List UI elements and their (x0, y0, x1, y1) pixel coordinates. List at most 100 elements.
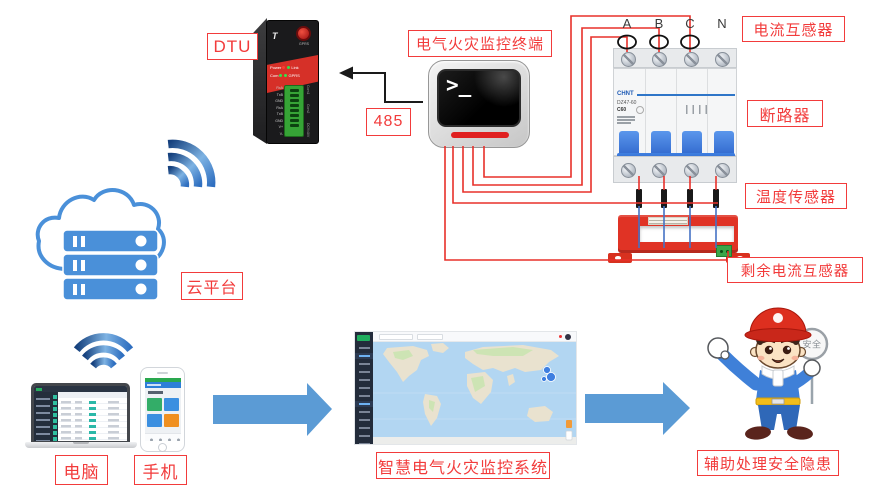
dtu-logo: T (272, 31, 278, 41)
phase-n: N (717, 16, 726, 31)
app-logo (36, 387, 42, 391)
laptop-base (25, 442, 137, 448)
temperature-sensor (713, 189, 719, 208)
top-screw (652, 51, 667, 67)
bottom-screw (715, 163, 730, 178)
spec-text-placeholder (617, 116, 635, 118)
terminal-pin (289, 113, 299, 117)
phase-b: B (655, 16, 664, 31)
safety-worker-illustration: 安全 (688, 306, 870, 448)
antenna-label: GPRS (299, 42, 309, 46)
rct-terminal-block (716, 245, 732, 257)
wifi-signal-icon (131, 108, 247, 224)
temperature-sensor (687, 189, 693, 208)
safety-sign-text: 安全 (802, 339, 821, 350)
terminal-prompt: >_ (446, 73, 472, 97)
active-menu-bar (358, 355, 370, 357)
monitoring-system-screenshot (355, 332, 576, 444)
worker-glove-hand (803, 359, 821, 377)
phase-letters: A B C N (623, 16, 727, 31)
terminal-pin (289, 103, 299, 107)
label-breaker: 断路器 (747, 100, 823, 127)
led-label-com: Com (270, 73, 279, 78)
monitor-terminal-icon: >_ (428, 60, 530, 148)
breaker-top-terminals (613, 48, 737, 68)
worker-eye (764, 345, 774, 355)
active-menu-item (355, 401, 373, 407)
circuit-breaker: CHNT DZ47-60 C60 (613, 48, 737, 183)
app-titlebar (34, 386, 127, 392)
power-led (282, 66, 286, 69)
terminal-pin (289, 108, 299, 112)
terminal-dot (719, 249, 723, 253)
worker-mouth (771, 358, 785, 363)
rct-label-sticker (648, 217, 688, 225)
terminal-pin (289, 98, 299, 102)
worker-shoe (787, 426, 813, 440)
map-app-logo (357, 335, 370, 341)
spec-text-placeholder (617, 122, 631, 124)
app-tile-orange (164, 414, 179, 427)
label-485: 485 (366, 108, 411, 136)
device-cluster-markers (541, 366, 556, 382)
active-menu-item (355, 353, 373, 359)
eye-glint (787, 347, 790, 350)
worker-blush (757, 355, 765, 361)
status-bar (144, 378, 181, 382)
terminal-pin (289, 118, 299, 122)
terminal-pin (289, 93, 299, 97)
wifi-signal-icon (56, 320, 151, 372)
label-dtu: DTU (207, 33, 258, 60)
pole-symbols-placeholder (686, 105, 712, 114)
terminal-pin (289, 123, 299, 127)
app-sidebar (34, 392, 58, 441)
current-transformer-rings (617, 34, 700, 50)
phone-screen (144, 378, 181, 441)
led-label-link: Link (291, 65, 299, 70)
search-input (379, 334, 413, 340)
smartphone (140, 367, 185, 452)
belt-buckle (771, 398, 785, 405)
phase-c: C (685, 16, 694, 31)
map-app-topbar (373, 332, 576, 342)
phase-a: A (623, 16, 632, 31)
toolbar-box (417, 334, 443, 340)
breaker-body: CHNT DZ47-60 C60 (613, 68, 737, 170)
mount-hole (615, 256, 621, 260)
antenna-connector (296, 26, 311, 41)
temperature-sensor (661, 189, 667, 208)
worker-eye (782, 345, 792, 355)
led-label-power: Power (270, 65, 282, 70)
label-terminal: 电气火灾监控终端 (408, 30, 552, 57)
label-assist: 辅助处理安全隐患 (697, 450, 839, 476)
label-cloud: 云平台 (181, 272, 243, 300)
top-screw (683, 51, 699, 67)
cloud-platform (30, 173, 175, 313)
top-screw (715, 51, 730, 67)
rct-wing-left (608, 253, 632, 263)
dtu-device: T GPRS Power Link Com GPRS RxA TxB GND R… (253, 18, 319, 146)
avatar (565, 334, 571, 340)
laptop (25, 383, 137, 451)
nav-text-placeholder (146, 384, 161, 386)
hard-hat-brim (744, 328, 812, 342)
zoom-controls (565, 430, 573, 441)
cert-mark-icon (636, 106, 644, 114)
rs485-link-arrow (339, 66, 423, 103)
terminal-screen: >_ (437, 69, 521, 127)
link-led (287, 66, 291, 69)
dtu-front-face: T GPRS Power Link Com GPRS RxA TxB GND R… (266, 20, 319, 144)
com-led (279, 74, 283, 77)
worker-glove-thumb (720, 350, 730, 360)
breaker-model: DZ47-60 (617, 100, 637, 106)
worker-pants (758, 405, 800, 430)
label-system: 智慧电气火灾监控系统 (376, 452, 550, 479)
led-label-gprs: GPRS (288, 73, 300, 78)
gprs-led (284, 74, 288, 77)
dtu-terminal-block (284, 85, 304, 137)
pole-divider (676, 69, 677, 155)
laptop-notch (73, 442, 89, 444)
bottom-screw (652, 163, 667, 178)
bottom-screw (683, 163, 699, 178)
